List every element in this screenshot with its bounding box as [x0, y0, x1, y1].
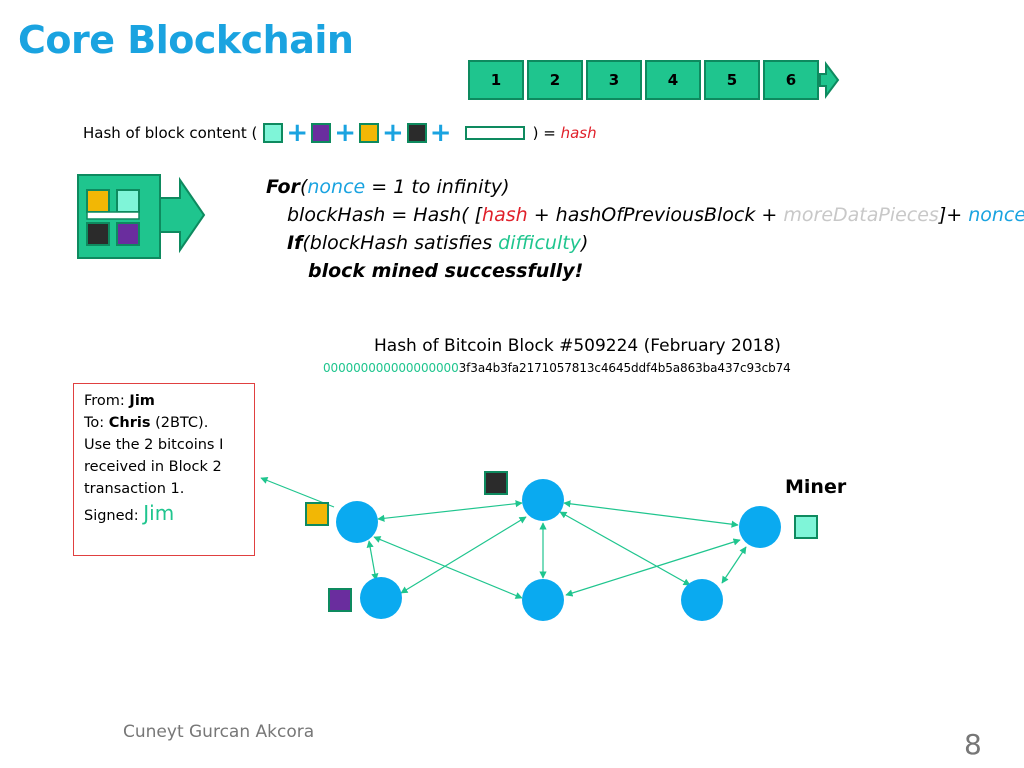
plus-icon: +: [429, 118, 452, 148]
chain-end-arrow: [819, 61, 840, 99]
chain-block-1: 1: [468, 60, 524, 100]
chain-block-3: 3: [586, 60, 642, 100]
bitcoin-block-title: Hash of Bitcoin Block #509224 (February …: [374, 336, 781, 356]
network-edge: [559, 511, 691, 586]
slide-title: Core Blockchain: [18, 18, 354, 62]
hash-remainder: 3f3a4b3fa2171057813c4645ddf4b5a863ba437c…: [458, 361, 791, 375]
network-edge: [565, 538, 741, 597]
bitcoin-block-hash: 0000000000000000003f3a4b3fa2171057813c46…: [323, 361, 791, 375]
data-square-icon: [359, 123, 379, 143]
miner-node: [739, 506, 781, 548]
network-edge: [366, 540, 379, 581]
purple-data-square-icon: [328, 588, 352, 612]
network-edge: [377, 500, 523, 522]
code-line-hash: blockHash = Hash( [hash + hashOfPrevious…: [287, 204, 1024, 226]
tx-body-line: received in Block 2: [84, 459, 222, 475]
hash-leading-zeros: 000000000000000000: [323, 361, 459, 375]
plus-icon: +: [334, 118, 356, 148]
chain-block-5: 5: [704, 60, 760, 100]
tx-body-line: transaction 1.: [84, 481, 185, 497]
code-line-mined: block mined successfully!: [308, 260, 584, 282]
data-square-icon: [311, 123, 332, 143]
code-line-for: For(nonce = 1 to infinity): [266, 176, 510, 198]
network-node: [681, 579, 723, 621]
miner-label: Miner: [785, 476, 847, 498]
tx-to: To: Chris (2BTC).: [84, 415, 209, 431]
formula-suffix: ) =: [532, 124, 561, 142]
hash-formula: Hash of block content ( + + + + ) = hash: [83, 118, 597, 148]
previous-hash-bar-icon: [464, 126, 525, 140]
tx-body-line: Use the 2 bitcoins I: [84, 437, 224, 453]
plus-icon: +: [382, 118, 404, 148]
chain-block-4: 4: [645, 60, 701, 100]
black-data-square-icon: [484, 471, 508, 495]
plus-icon: +: [286, 118, 309, 148]
footer-author: Cuneyt Gurcan Akcora: [123, 722, 315, 742]
tx-signed: Signed: Jim: [84, 501, 175, 525]
network-edge: [721, 546, 747, 584]
data-square-icon: [263, 123, 284, 143]
network-node: [360, 577, 402, 619]
mining-pseudocode: For(nonce = 1 to infinity) blockHash = H…: [266, 173, 1024, 285]
network-node: [522, 479, 564, 521]
transaction-box: From: Jim To: Chris (2BTC). Use the 2 bi…: [73, 383, 255, 556]
network-edge: [563, 500, 739, 528]
cyan-data-square-icon: [794, 515, 818, 539]
network-node: [522, 579, 564, 621]
formula-result: hash: [560, 124, 597, 142]
chain-block-2: 2: [527, 60, 583, 100]
code-line-if: If(blockHash satisfies difficulty): [287, 232, 589, 254]
network-edge: [400, 516, 527, 594]
tx-from: From: Jim: [84, 393, 155, 409]
network-node: [336, 501, 378, 543]
chain-block-6: 6: [763, 60, 819, 100]
page-number: 8: [964, 728, 982, 761]
formula-prefix: Hash of block content (: [83, 124, 258, 142]
data-square-icon: [406, 123, 427, 143]
yellow-data-square-icon: [305, 502, 329, 526]
